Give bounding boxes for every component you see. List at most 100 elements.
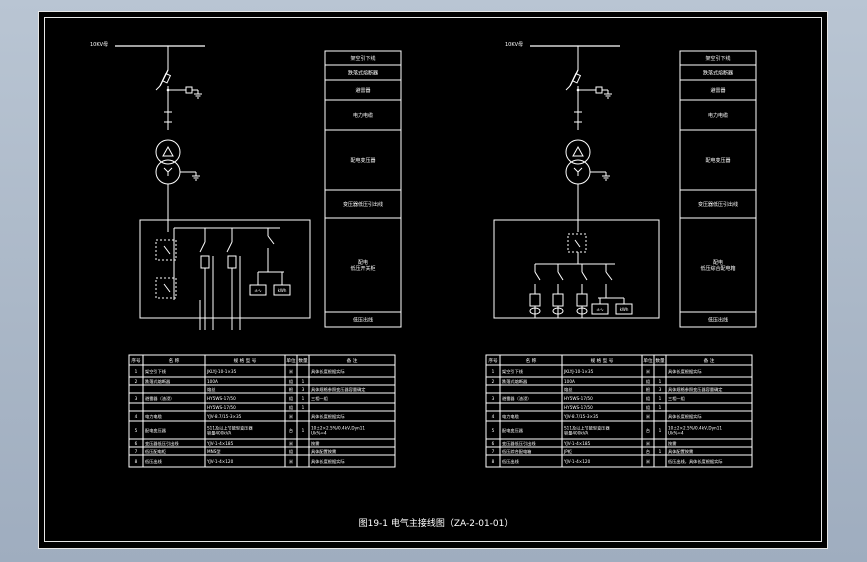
table-cell: 台 xyxy=(289,427,293,434)
fuse-cutout-body xyxy=(161,72,172,84)
table-cell: 组 xyxy=(646,378,650,384)
label-line: 配电 xyxy=(713,259,723,266)
table-cell: 架空引下线 xyxy=(145,368,167,375)
side-label: 变压器低压引出线 xyxy=(343,201,383,208)
table-cell: 5 xyxy=(135,428,138,433)
table-cell: 具体长度根据实际 xyxy=(311,458,345,465)
meter-symbol: kWh xyxy=(278,288,287,293)
table-cell: 配电变压器 xyxy=(502,427,524,434)
table-cell: JKLYJ-10-1×35 xyxy=(563,369,594,374)
transformer-hv-winding xyxy=(565,139,591,165)
arrester-body xyxy=(185,86,193,94)
label-line: 10±2×2.5%/0.4kV,Dyn11 xyxy=(311,425,365,430)
fuse-cutout-arrow xyxy=(155,85,161,91)
feeder-switch-blade xyxy=(199,241,206,253)
table-cell: 组 xyxy=(289,404,293,410)
table-cell: 台 xyxy=(646,427,650,434)
table-cell: YJV-1-4×120 xyxy=(206,459,234,464)
table-cell: YJV-1-4×120 xyxy=(563,459,591,464)
table-cell: 三相一组 xyxy=(311,395,328,402)
table-cell: 低压出线，具体长度根据实际 xyxy=(668,458,722,465)
side-label: 跌落式熔断器 xyxy=(348,70,378,77)
table-cell: 熔丝 xyxy=(564,386,572,393)
table-cell: 1 xyxy=(302,405,305,410)
table-header: 规 格 型 号 xyxy=(591,357,614,364)
table-cell: 电力电缆 xyxy=(502,413,520,420)
switch-contact xyxy=(163,283,171,293)
feeder-switch-blade xyxy=(226,241,233,253)
table-cell: 100A xyxy=(564,379,575,384)
table-cell: 具体配置按需 xyxy=(311,448,336,455)
table-cell: 具体规格参照变压器容量确定 xyxy=(311,386,365,393)
capacitor-symbol: ±∿ xyxy=(596,307,604,313)
table-cell: 6 xyxy=(492,441,495,446)
panel-left: 10KV母±∿kWh架空引下线跌落式熔断器避雷器电力电缆配电变压器变压器低压引出… xyxy=(90,42,402,468)
table-cell: 7 xyxy=(492,449,495,454)
table-cell: 米 xyxy=(646,458,651,465)
table-cell: S11及以上节能型变压器容量400kVA xyxy=(207,424,253,436)
feeder-breaker xyxy=(552,293,564,307)
incoming-switch xyxy=(155,277,177,299)
transformer-hv-winding xyxy=(155,139,181,165)
feeder-switch xyxy=(557,271,564,281)
table-cell: 1 xyxy=(302,379,305,384)
table-cell: 米 xyxy=(289,413,294,420)
label-line: 容量400kVA xyxy=(564,430,588,437)
table-cell: 1 xyxy=(492,369,495,374)
table-cell: 架空引下线 xyxy=(502,368,524,375)
table-cell: 1 xyxy=(135,369,138,374)
side-label-cell xyxy=(324,311,402,328)
wye-symbol xyxy=(573,167,579,173)
table-cell: HY5WS-17/50 xyxy=(564,405,593,410)
feeder-switch xyxy=(534,271,541,281)
table-cell: 米 xyxy=(646,440,651,447)
table-cell: 4 xyxy=(135,414,138,419)
table-cell: 2 xyxy=(492,379,495,384)
table-cell: 熔丝 xyxy=(207,386,215,393)
label-line: Uk%=4 xyxy=(668,431,684,436)
table-cell: 低压配电柜 xyxy=(145,448,166,455)
table-cell: 1 xyxy=(659,405,662,410)
table-cell: HY5WS-17/50 xyxy=(207,396,236,401)
table-cell: 6 xyxy=(135,441,138,446)
fuse-cutout-body xyxy=(571,72,582,84)
feeder-switch xyxy=(581,271,588,281)
table-cell: 2 xyxy=(135,379,138,384)
source-label: 10KV母 xyxy=(505,42,523,48)
table-header: 备 注 xyxy=(704,357,715,364)
terminal-dot xyxy=(166,88,170,92)
table-cell: 1 xyxy=(302,396,305,401)
side-label-cell xyxy=(679,311,757,328)
table-cell: 三相一组 xyxy=(668,395,685,402)
side-label: 低压出线 xyxy=(353,317,373,324)
table-cell: 米 xyxy=(646,368,651,375)
table-cell: 3 xyxy=(659,387,662,392)
side-label: 跌落式熔断器 xyxy=(703,70,733,77)
label-line: 10±2×2.5%/0.4kV,Dyn11 xyxy=(668,425,722,430)
table-cell: 1 xyxy=(659,449,662,454)
table-header: 序号 xyxy=(131,357,141,364)
table-cell: 100A xyxy=(207,379,218,384)
wye-symbol xyxy=(577,167,583,173)
table-cell: 配电变压器 xyxy=(145,427,167,434)
table-cell: YJV-1-4×185 xyxy=(563,441,591,446)
label-line: 低压开关柜 xyxy=(350,265,375,272)
side-label: 变压器低压引出线 xyxy=(698,201,738,208)
side-label: 避雷器 xyxy=(355,87,370,94)
side-label: 配电变压器 xyxy=(350,157,375,164)
feeder-breaker xyxy=(576,293,588,307)
table-cell: 1 xyxy=(659,379,662,384)
table-cell: 变压器低压引出线 xyxy=(145,440,179,447)
table-header: 数量 xyxy=(298,357,308,364)
side-label: 架空引下线 xyxy=(350,55,375,62)
table-cell: 跌落式熔断器 xyxy=(502,378,528,385)
table-cell: 按需 xyxy=(668,440,676,447)
table-header: 名 称 xyxy=(169,357,180,364)
label-line: Uk%=4 xyxy=(311,431,327,436)
side-label: 配电变压器 xyxy=(705,157,730,164)
table-header: 名 称 xyxy=(526,357,537,364)
table-header: 规 格 型 号 xyxy=(234,357,257,364)
table-cell: 台 xyxy=(646,448,650,455)
table-cell: 变压器低压引出线 xyxy=(502,440,536,447)
